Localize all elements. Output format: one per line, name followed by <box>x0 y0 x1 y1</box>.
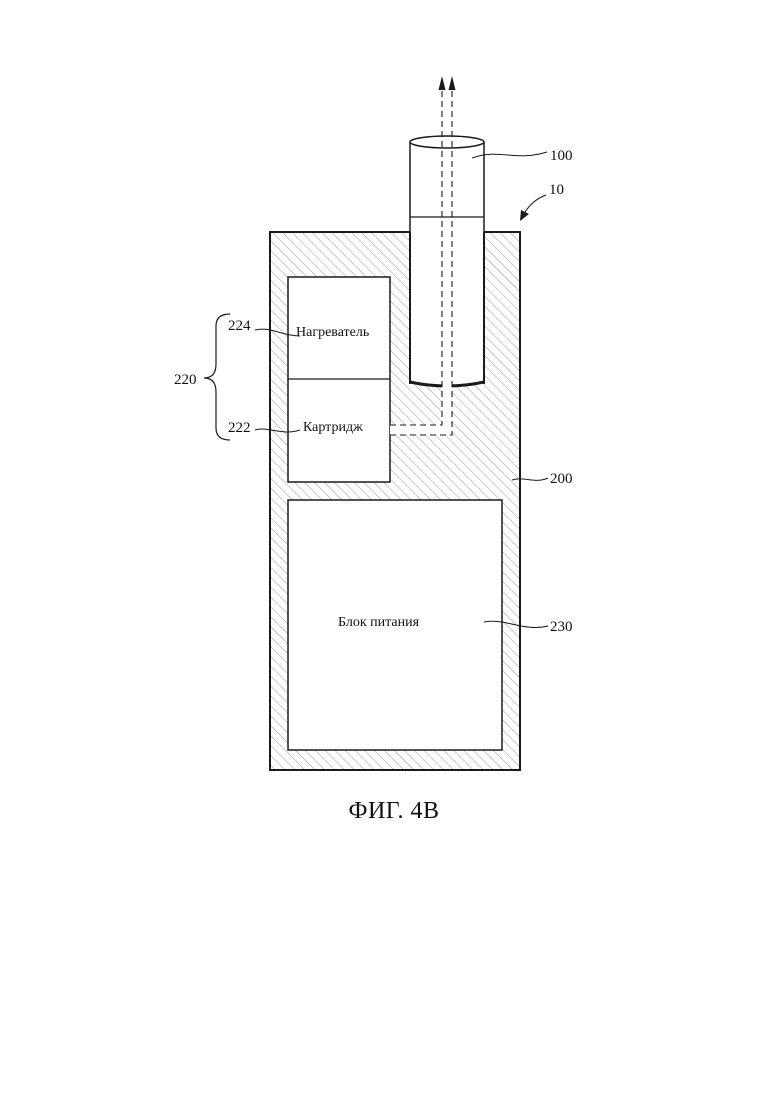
cartridge-label: Картридж <box>303 420 363 435</box>
ref-224-label: 224 <box>228 318 251 334</box>
heater-label: Нагреватель <box>296 325 369 340</box>
ref-200-label: 200 <box>550 471 573 487</box>
ref-222-label: 222 <box>228 420 251 436</box>
device-10-arrow <box>520 195 546 221</box>
power-unit-label: Блок питания <box>338 615 420 630</box>
ref-100-label: 100 <box>550 148 573 164</box>
ref-10-label: 10 <box>549 182 564 198</box>
brace-220 <box>204 314 230 440</box>
ref-230-label: 230 <box>550 619 573 635</box>
cigarette-cavity <box>410 231 484 384</box>
flow-arrowhead-right <box>449 76 456 90</box>
ref-220-label: 220 <box>174 372 197 388</box>
vaporizer-220 <box>288 277 390 482</box>
figure-caption: ФИГ. 4В <box>349 798 440 824</box>
flow-arrowhead-left <box>439 76 446 90</box>
